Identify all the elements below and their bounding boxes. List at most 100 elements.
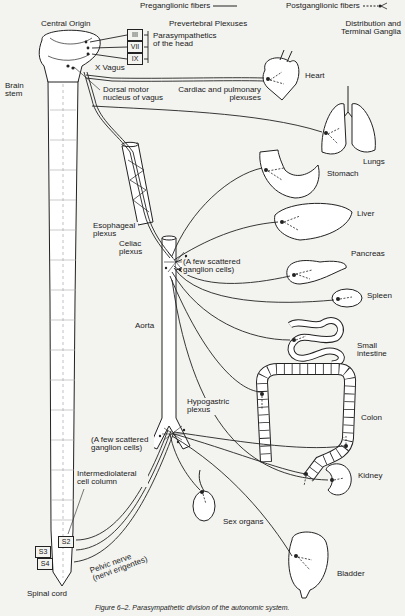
group-label: Parasympathetics of the head [152,32,222,49]
column-heading: Distribution and Terminal Ganglia [326,20,402,37]
column-heading: Prevertebral Plexuses [168,20,248,28]
organ-label: Spleen [366,292,393,300]
preganglionic-fiber [92,106,322,132]
ganglion-dot [177,441,179,443]
spinal-cord [48,80,78,586]
organ-label: Heart [304,72,326,80]
nucleus-label: Dorsal motor nucleus of vagus [102,86,166,103]
note-label: (A few scattered ganglion cells) [182,258,250,275]
spinal-cord [50,110,76,520]
heart [263,58,299,100]
leader-line [68,67,100,534]
segment-box: S2 [58,536,74,548]
postganglionic-fiber [296,270,312,279]
organ-label: Bladder [336,570,366,578]
segment-box: S4 [37,558,53,570]
ganglion-dot [159,435,161,437]
lungs [322,104,346,154]
ganglion-dot [66,41,348,558]
preganglionic-fiber [87,72,173,258]
note-label: (A few scattered ganglion cells) [90,436,154,453]
small-intestine [290,321,341,364]
ganglion-dot [185,255,187,257]
ganglion-dot [66,64,69,67]
postganglionic-fiber [284,216,300,230]
stomach [260,150,319,198]
organ-label: Stomach [326,170,360,178]
lungs [352,104,375,152]
postganglionic-fiber [298,557,312,570]
organ-label: Lungs [362,158,386,166]
preganglionic-fiber [84,72,170,258]
plexus-mesh [162,252,188,440]
sex-organs [193,470,215,521]
leader-line [68,489,84,534]
preganglionic-fiber [74,432,174,562]
ganglion-dot [200,490,204,494]
brain-stem [48,38,92,60]
bladder [289,532,328,598]
preganglionic-fiber [172,168,262,256]
nerve-box: III [127,29,143,41]
legend-entry: Preganglionic fibers [140,2,239,10]
preganglionic-fiber [172,272,290,340]
preganglionic-fiber [86,78,264,81]
ganglion-dot [87,47,90,50]
preganglionic-fiber [170,276,262,392]
ganglion-dot [87,53,90,56]
colon [262,369,350,478]
ganglion-dot [71,66,74,69]
nerve-box: IX [127,53,143,65]
bladder [289,532,328,598]
ganglion-dot [324,131,328,135]
spleen [332,289,362,307]
brain-stem [39,30,100,82]
ganglion-dot [165,267,167,269]
ganglion-dot [266,77,270,81]
esophagus [128,160,149,212]
nerve-box: VII [127,41,143,53]
organ-label: Colon [360,414,383,422]
legend-text: Postganglionic fibers [286,2,360,10]
preganglionic-fiber [170,434,200,490]
structure-label: Brain stem [4,82,36,99]
plexus-mesh [162,426,184,440]
organ-label: Liver [356,210,375,218]
postganglionic-fiber [334,478,344,480]
figure-caption: Figure 6–2. Parasympathetic division of … [95,604,290,612]
nerve-label: X Vagus [94,64,126,72]
ganglion-dot [336,297,340,301]
node-text: S2 [62,538,71,546]
column-heading: Central Origin [40,20,91,28]
liver [275,203,352,240]
liver [275,203,352,240]
ganglion-dot [330,478,334,482]
structure-label: Intermediolateral cell column [76,470,148,487]
structure-label: Spinal cord [26,590,68,598]
preganglionic-fiber [144,31,148,63]
plexus-label: Hypogastric plexus [186,398,238,415]
legend-text: Preganglionic fibers [140,2,210,10]
brain-stem [39,30,100,82]
postganglionic-fiber [296,336,306,340]
preganglionic-fiber [172,436,292,556]
organ-label: Kidney [357,472,383,480]
preganglionic-fiber [174,222,278,260]
ganglion-dot [292,273,296,277]
stomach [260,150,319,198]
preganglionic-fiber [76,431,171,550]
node-text: III [132,31,138,39]
dashed-line-sample [363,2,389,10]
ganglion-dot [264,168,268,172]
pancreas [287,261,346,284]
ganglion-dot [183,429,185,431]
ganglion-dot [260,392,264,396]
pancreas [287,261,346,284]
spinal-cord [63,84,64,578]
organ-label: Pancreas [350,250,386,258]
segment-box: S3 [35,546,51,558]
small-intestine [290,321,341,364]
ganglion-dot [85,41,88,44]
aorta [162,236,176,240]
